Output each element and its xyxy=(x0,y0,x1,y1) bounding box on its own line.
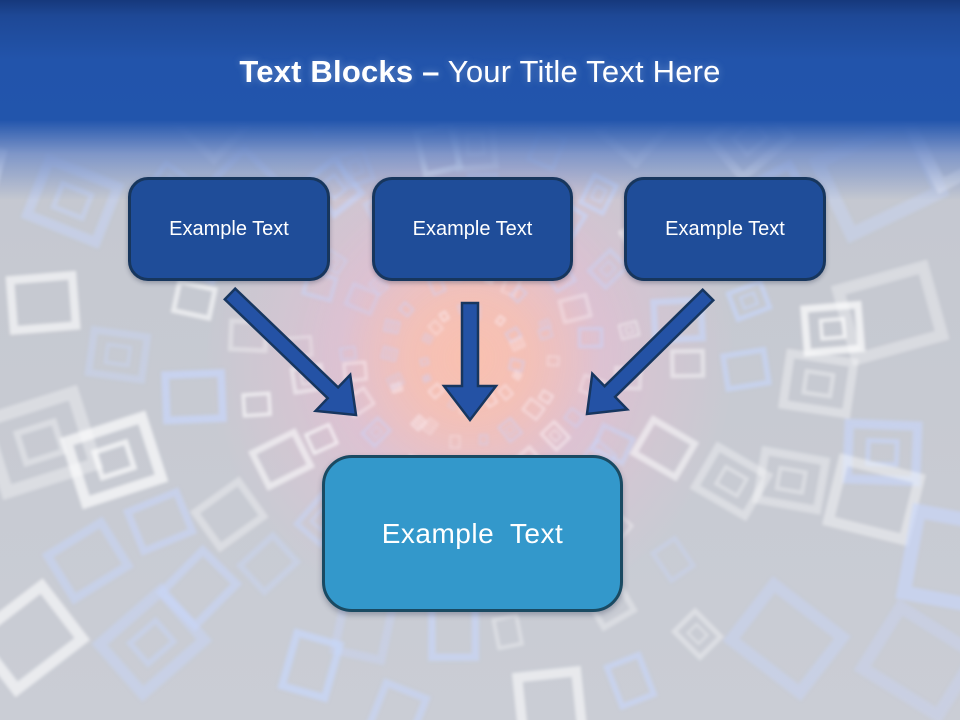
arrow-right-diagonal[interactable] xyxy=(585,287,716,416)
text-block-result-label: Example Text xyxy=(381,517,564,549)
arrow-left-diagonal[interactable] xyxy=(223,286,358,417)
header-band xyxy=(0,0,960,200)
title-regular-text: Your Title Text Here xyxy=(439,54,721,89)
text-block-3-label: Example Text xyxy=(665,217,785,240)
text-block-1[interactable]: Example Text xyxy=(128,177,330,281)
arrow-middle-down[interactable] xyxy=(441,301,499,423)
text-block-3[interactable]: Example Text xyxy=(624,177,826,281)
slide-title[interactable]: Text Blocks – Your Title Text Here xyxy=(0,52,960,92)
text-block-2-label: Example Text xyxy=(412,217,533,240)
text-block-1-label: Example Text xyxy=(169,217,289,240)
title-bold-text: Text Blocks – xyxy=(239,54,440,89)
text-block-2[interactable]: Example Text xyxy=(372,177,573,281)
text-block-result[interactable]: Example Text xyxy=(322,455,623,612)
